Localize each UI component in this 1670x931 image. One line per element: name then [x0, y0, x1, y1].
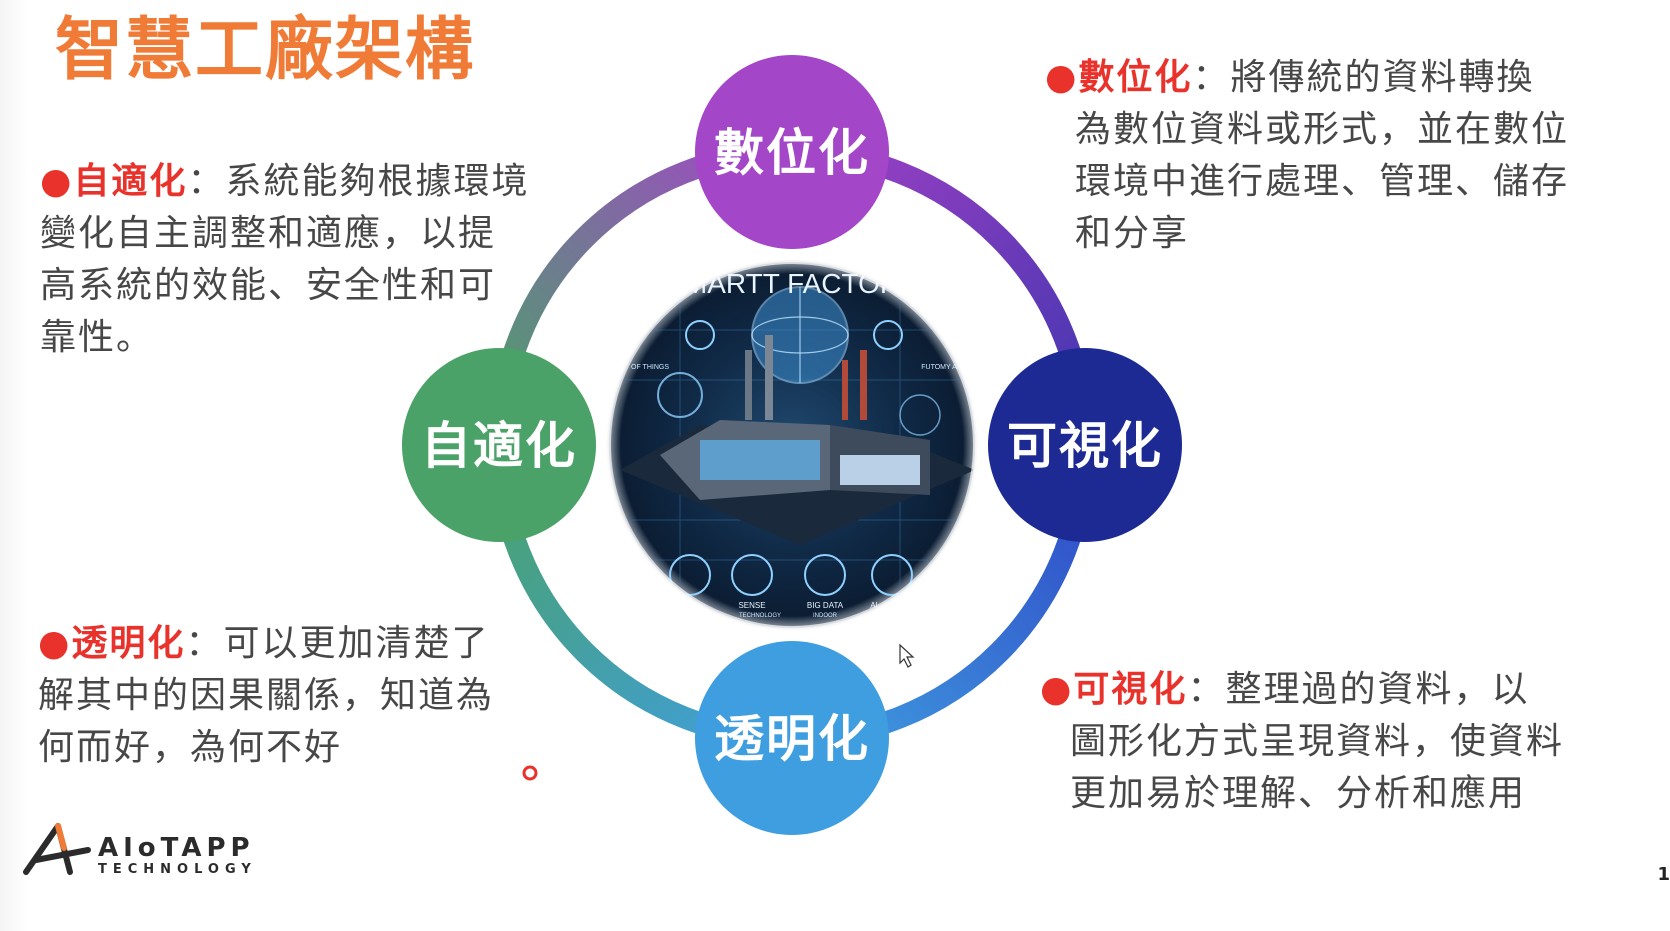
image-label: BIG DATA — [807, 601, 844, 610]
node-transparent-label: 透明化 — [714, 710, 870, 768]
description-digital-line1: ：將傳統的資料轉換 — [1192, 57, 1535, 98]
description-transparent-term: 透明化 — [71, 623, 186, 664]
description-visual-line1: ：整理過的資料，以 — [1187, 669, 1530, 710]
bullet-icon: ● — [1040, 669, 1074, 710]
logo-brand-text: AIoTAPP — [98, 833, 255, 863]
sense-icon — [731, 554, 773, 596]
description-visual-term: 可視化 — [1073, 669, 1188, 710]
slide-title: 智慧工廠架構 — [55, 11, 476, 90]
image-label: FUTOMY AI — [921, 364, 959, 371]
image-label: TECHNOLOGY — [739, 613, 781, 619]
hud-icon — [873, 320, 903, 350]
description-transparent: ●透明化：可以更加清楚了解其中的因果關係，知道為何而好，為何不好 — [38, 618, 498, 774]
description-adaptive-text: ：系統能夠根據環境變化自主調整和適應，以提高系統的效能、安全性和可靠性。 — [40, 161, 530, 358]
pointer-dot-icon — [522, 765, 538, 781]
bullet-icon: ● — [1045, 57, 1079, 98]
node-digital-circle — [695, 55, 889, 249]
brand-logo-icon — [23, 823, 91, 875]
node-digital: 數位化 — [695, 55, 889, 249]
node-digital-label: 數位化 — [714, 124, 870, 182]
hud-icon — [871, 554, 913, 596]
description-digital-rest: 為數位資料或形式，並在數位環境中進行處理、管理、儲存和分享 — [1075, 109, 1570, 254]
node-adaptive-label: 自適化 — [421, 417, 577, 475]
hud-icon — [899, 394, 941, 436]
description-visual: ●可視化：整理過的資料，以 圖形化方式呈現資料，使資料更加易於理解、分析和應用 — [1040, 664, 1580, 820]
image-label: AI — [870, 601, 878, 610]
description-transparent-text: ：可以更加清楚了解其中的因果關係，知道為何而好，為何不好 — [38, 623, 495, 768]
node-visual: 可視化 — [988, 348, 1182, 542]
description-adaptive: ●自適化：系統能夠根據環境變化自主調整和適應，以提高系統的效能、安全性和可靠性。 — [40, 156, 530, 364]
node-visual-label: 可視化 — [1007, 417, 1163, 475]
hud-icon — [657, 372, 703, 418]
node-adaptive: 自適化 — [402, 348, 596, 542]
image-label: SENSE — [738, 601, 765, 610]
center-factory-image: MARTT FACTOR OF THINGS FUTOMY AI SENSE T… — [605, 258, 979, 632]
description-adaptive-term: 自適化 — [73, 161, 188, 202]
node-visual-circle — [988, 348, 1182, 542]
node-transparent: 透明化 — [695, 641, 889, 835]
bullet-icon: ● — [40, 161, 74, 202]
bullet-icon: ● — [38, 623, 72, 664]
node-transparent-circle — [695, 641, 889, 835]
page-number: 1 — [1657, 864, 1670, 885]
logo-sub-text: TECHNOLOGY — [98, 862, 257, 877]
image-label: INDOOR — [813, 613, 838, 619]
big-data-icon — [804, 554, 846, 596]
description-digital: ●數位化：將傳統的資料轉換 為數位資料或形式，並在數位環境中進行處理、管理、儲存… — [1045, 52, 1585, 260]
node-adaptive-circle — [402, 348, 596, 542]
image-banner-text: MARTT FACTOR — [684, 268, 900, 299]
description-digital-term: 數位化 — [1078, 57, 1193, 98]
mouse-cursor-icon — [899, 643, 915, 668]
description-visual-rest: 圖形化方式呈現資料，使資料更加易於理解、分析和應用 — [1070, 721, 1565, 814]
image-label: OF THINGS — [631, 364, 669, 371]
hud-icon — [685, 320, 715, 350]
